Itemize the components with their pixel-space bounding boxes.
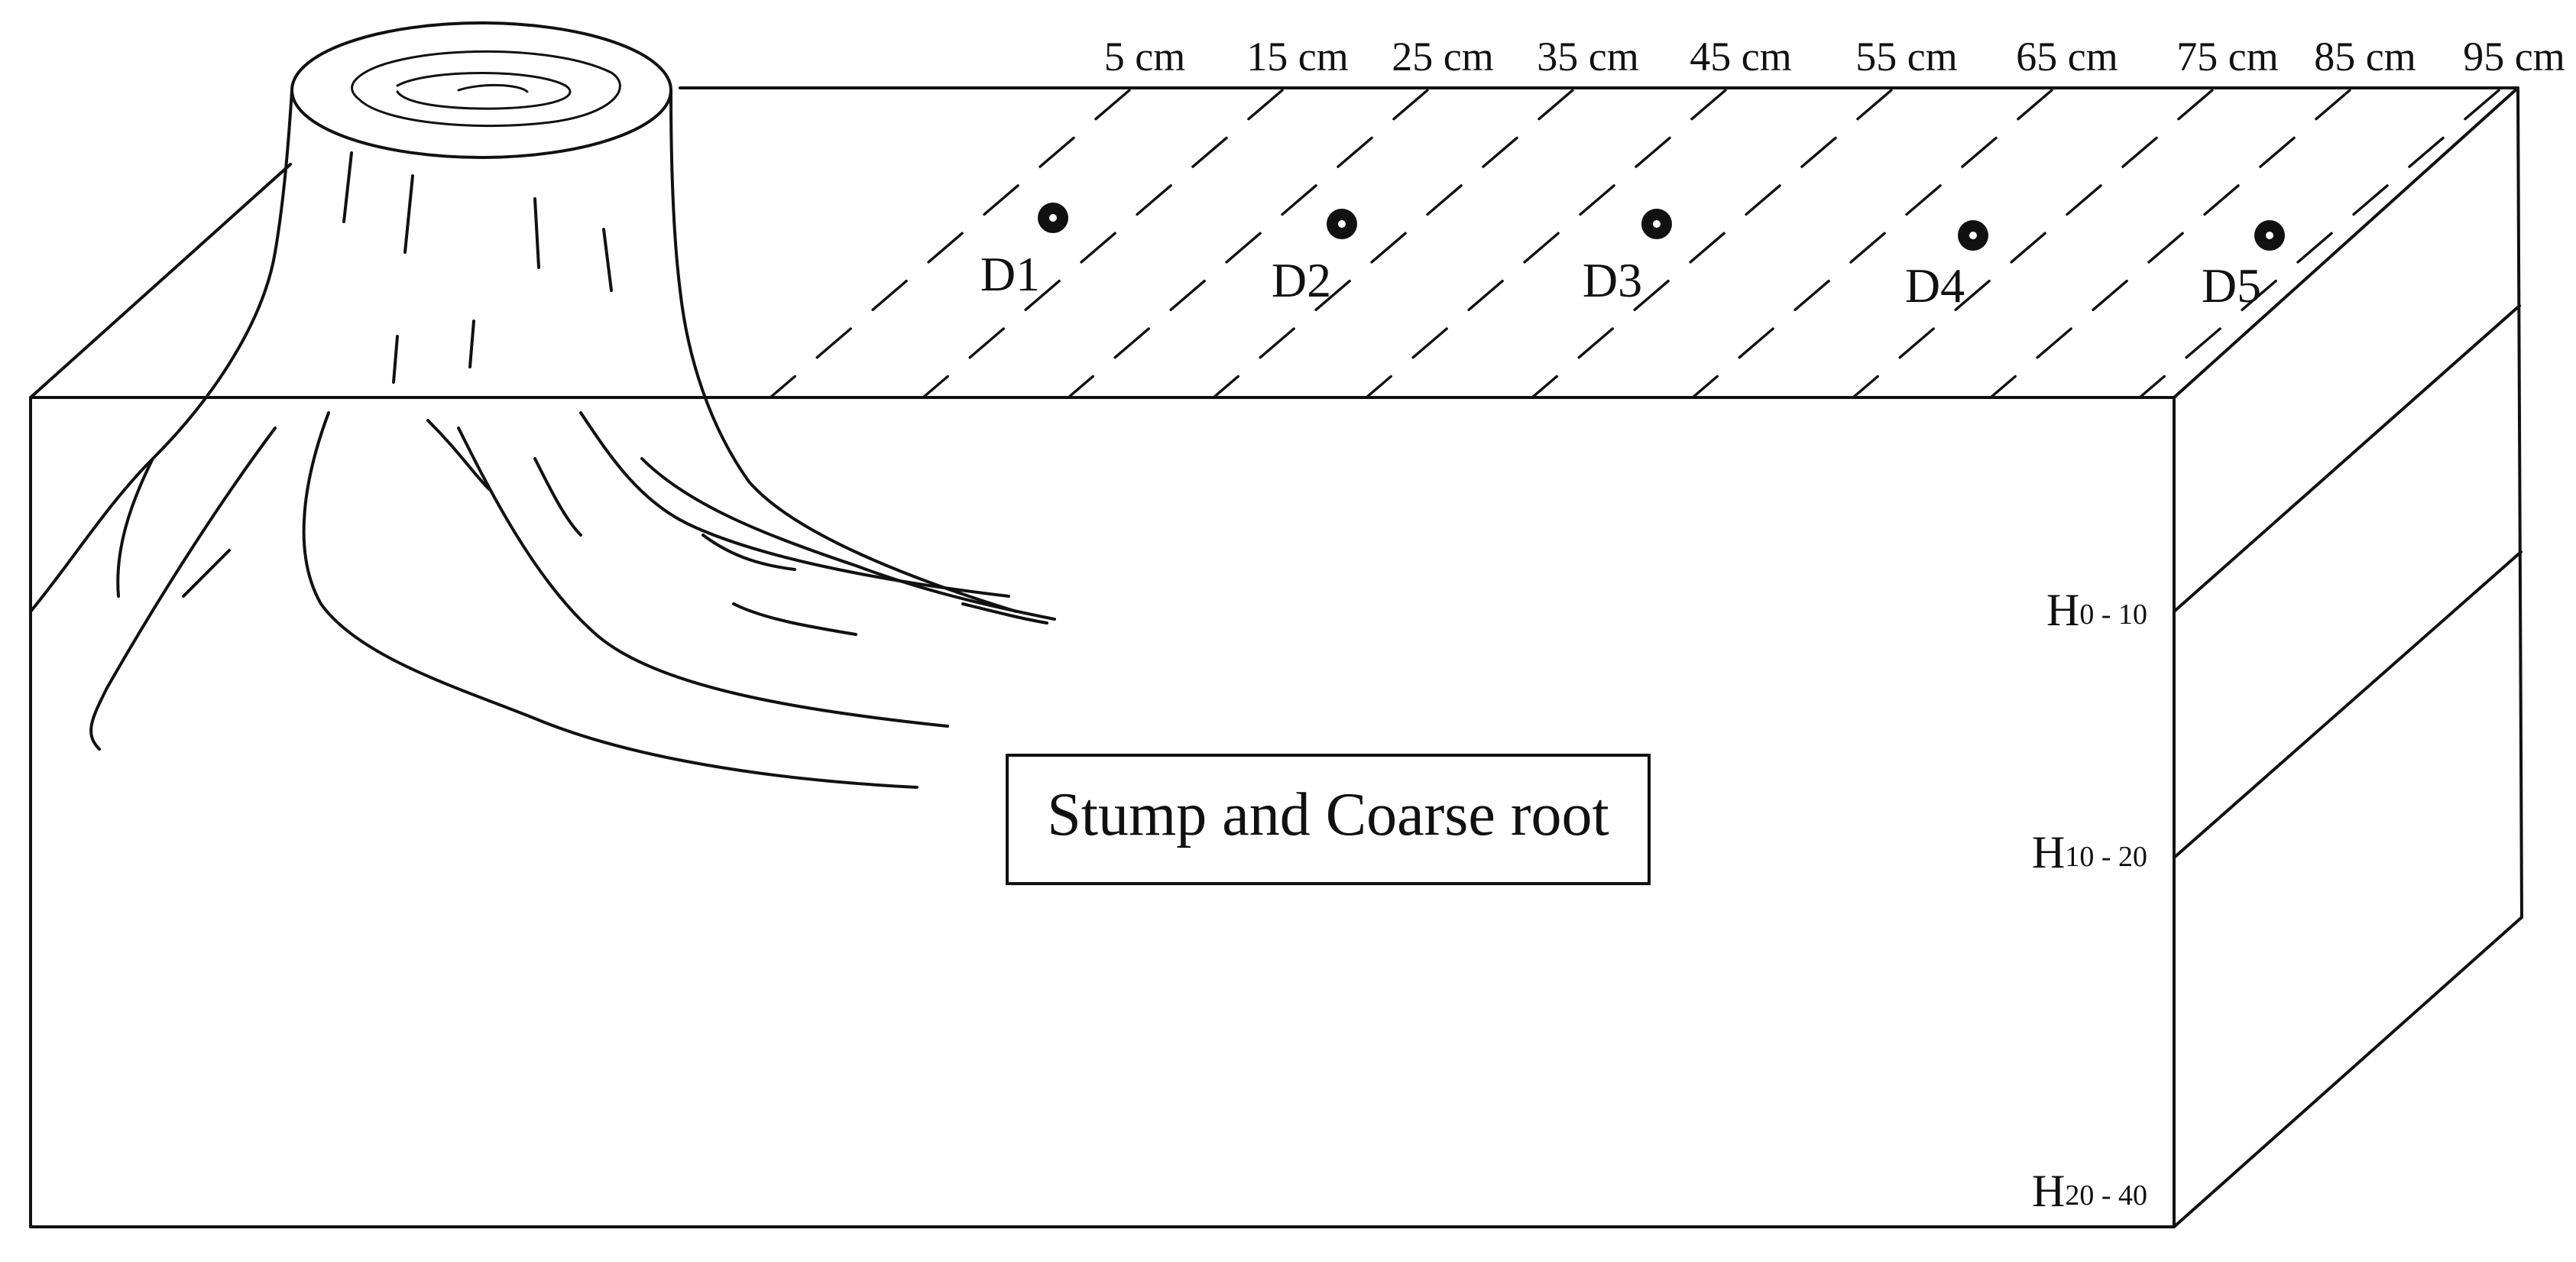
bark-mark (602, 228, 613, 292)
distance-label: 35 cm (1537, 34, 1638, 79)
stump-ring-inner (396, 72, 572, 110)
root-2 (89, 427, 277, 751)
distance-line (1212, 89, 1574, 399)
distance-label: 5 cm (1104, 34, 1185, 79)
label-frame (1006, 754, 1651, 885)
depth-label-20-40: H20 - 40 (2032, 1166, 2147, 1216)
depth-label-0-10: H0 - 10 (2046, 585, 2147, 635)
root-6 (640, 457, 1056, 621)
stump-label-box: Stump and Coarse root (1006, 754, 1651, 885)
sampling-points: D1 D2 D3 D4 D5 (980, 203, 2285, 313)
bark-mark (702, 534, 796, 571)
distance-label: 95 cm (2463, 34, 2565, 79)
distance-line (1852, 89, 2214, 399)
layer-boundary-20cm (2173, 550, 2523, 859)
sampling-point-center (1653, 220, 1661, 228)
distance-line (1067, 89, 1429, 399)
sampling-point-center (1969, 232, 1977, 239)
root-1 (116, 457, 154, 598)
block-bottom-right-edge (2173, 916, 2523, 1228)
bark-mark (961, 602, 1048, 625)
stump-left-side (29, 89, 293, 613)
block-top-right-edge (2173, 86, 2519, 399)
bark-mark (392, 335, 399, 384)
block-back-right-edge (2516, 86, 2523, 919)
distance-labels: 5 cm 15 cm 25 cm 35 cm 45 cm 55 cm 65 cm 75 cm 8… (1104, 34, 2565, 79)
bark-mark (426, 419, 491, 491)
distance-label: 15 cm (1246, 34, 1348, 79)
block-top-left-edge (29, 163, 292, 399)
sampling-point-label: D4 (1905, 258, 1965, 313)
distance-dashed-lines (769, 89, 2500, 399)
distance-line (1365, 89, 1727, 399)
sampling-point-center (2266, 232, 2273, 239)
distance-label: 75 cm (2176, 34, 2278, 79)
distance-line (1989, 89, 2351, 399)
distance-line (1691, 89, 2053, 399)
sampling-point-label: D1 (980, 247, 1040, 301)
distance-label: 85 cm (2314, 34, 2416, 79)
bark-mark (403, 174, 414, 254)
distance-label: 55 cm (1855, 34, 1957, 79)
bark-mark (533, 457, 582, 537)
root-3 (302, 411, 919, 789)
distance-label: 65 cm (2016, 34, 2118, 79)
bark-mark (342, 151, 353, 223)
stump-label-text: Stump and Coarse root (1047, 781, 1609, 848)
stump-right-side (669, 89, 1018, 613)
bark-mark (732, 602, 857, 636)
stump-ring-core (457, 84, 529, 93)
distance-label: 25 cm (1392, 34, 1493, 79)
stump-ring-outer (351, 50, 621, 128)
bark-mark (533, 197, 540, 269)
distance-line (1531, 89, 1893, 399)
stump-top (290, 21, 672, 159)
distance-line (2138, 89, 2500, 399)
distance-line (769, 89, 1131, 399)
root-4 (457, 427, 949, 728)
sampling-point-center (1338, 220, 1346, 228)
sampling-point-center (1049, 214, 1057, 222)
depth-labels: H0 - 10 H10 - 20 H20 - 40 (2032, 585, 2147, 1216)
tree-stump-illustration (29, 21, 1056, 789)
sampling-point-label: D5 (2202, 258, 2261, 313)
distance-line (922, 89, 1284, 399)
soil-block (29, 86, 2523, 1228)
layer-boundary-10cm (2173, 304, 2521, 613)
bark-mark (468, 320, 475, 368)
sampling-point-label: D2 (1272, 253, 1331, 307)
distance-label: 45 cm (1690, 34, 1791, 79)
depth-label-10-20: H10 - 20 (2032, 827, 2147, 878)
sampling-point-label: D3 (1583, 253, 1642, 307)
bark-mark (182, 549, 231, 598)
